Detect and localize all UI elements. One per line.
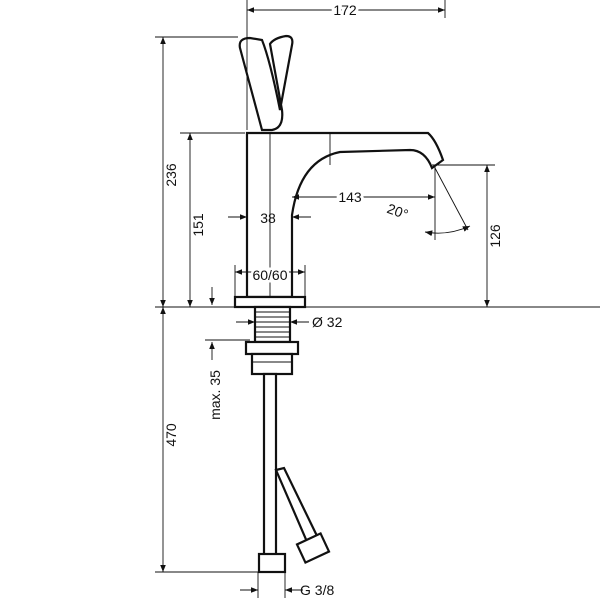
supply-hose-straight bbox=[257, 372, 287, 574]
faucet-handle bbox=[238, 34, 294, 132]
dim-126: 126 bbox=[487, 224, 503, 248]
dim-236: 236 bbox=[163, 163, 179, 187]
dim-143: 143 bbox=[338, 189, 362, 205]
dim-151: 151 bbox=[190, 213, 206, 237]
mounting-nut bbox=[244, 340, 300, 376]
dim-60-60: 60/60 bbox=[252, 267, 287, 283]
dim-max-35: max. 35 bbox=[207, 370, 223, 420]
dim-g-3-8: G 3/8 bbox=[300, 582, 334, 598]
supply-hose-angled bbox=[274, 466, 331, 565]
dim-38: 38 bbox=[260, 210, 276, 226]
faucet-body bbox=[245, 131, 445, 299]
faucet-outline bbox=[233, 34, 445, 574]
dimension-lines bbox=[155, 0, 600, 598]
dim-20-degrees: 20° bbox=[385, 200, 410, 222]
base-plate bbox=[233, 295, 307, 309]
dimension-labels: 172 236 151 38 143 20° 126 60/60 Ø 32 ma… bbox=[163, 0, 503, 598]
dim-172: 172 bbox=[333, 2, 357, 18]
dim-470: 470 bbox=[163, 423, 179, 447]
threaded-shank bbox=[253, 305, 292, 344]
dim-diameter-32: Ø 32 bbox=[312, 314, 343, 330]
